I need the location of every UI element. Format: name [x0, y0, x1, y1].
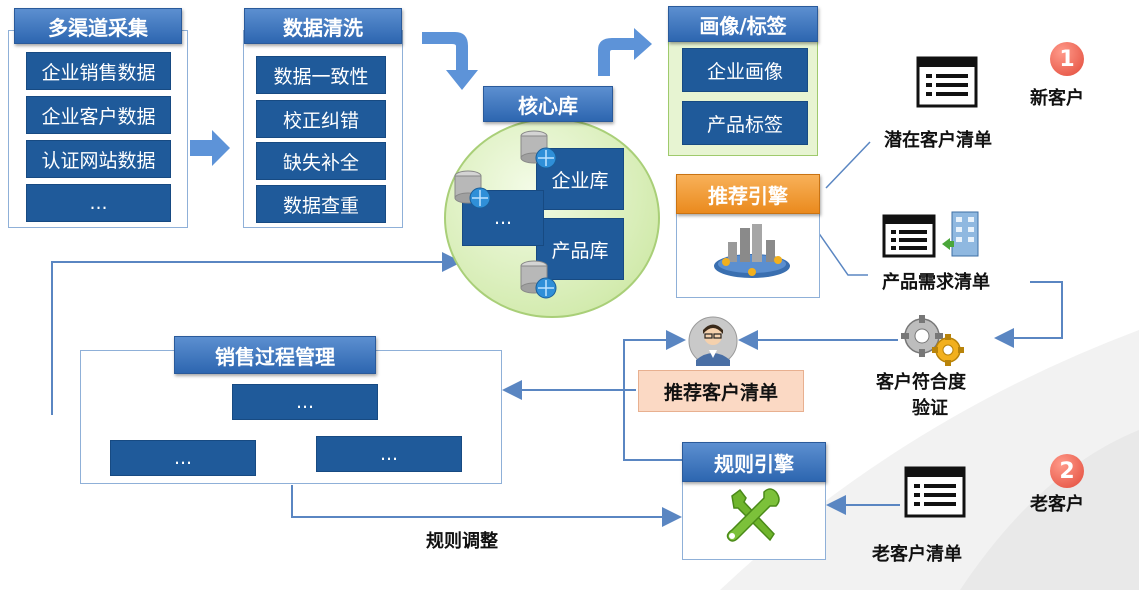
rule-engine-title: 规则引擎 [682, 442, 826, 482]
collect-item-more: ... [26, 184, 171, 222]
sales-item: ... [316, 436, 462, 472]
database-icon [520, 130, 557, 169]
potential-customer-list-label: 潜在客户清单 [884, 130, 992, 151]
sales-item: ... [110, 440, 256, 476]
collect-title: 多渠道采集 [14, 8, 182, 44]
rule-adjust-label: 规则调整 [426, 531, 498, 552]
flow-arrow-core-profile [598, 28, 652, 76]
clean-item-completion: 缺失补全 [256, 142, 386, 180]
recommend-customer-list: 推荐客户清单 [638, 370, 804, 412]
clean-title: 数据清洗 [244, 8, 402, 44]
old-customer-label: 老客户 [1030, 494, 1084, 515]
fit-verify-label-line2: 验证 [912, 398, 948, 419]
database-icon [520, 260, 557, 299]
avatar-icon [688, 316, 738, 366]
collect-item-customer-data: 企业客户数据 [26, 96, 171, 134]
profile-item-product-tag: 产品标签 [682, 101, 808, 145]
gears-icon [901, 315, 964, 366]
sales-item: ... [232, 384, 378, 420]
list-document-icon [916, 56, 978, 108]
flow-arrow-collect-clean [190, 130, 230, 166]
badge-two: 2 [1050, 454, 1084, 488]
sales-process-title: 销售过程管理 [174, 336, 376, 374]
database-icon [454, 170, 491, 209]
clean-item-consistency: 数据一致性 [256, 56, 386, 94]
profile-item-enterprise-portrait: 企业画像 [682, 48, 808, 92]
product-demand-list-label: 产品需求清单 [882, 272, 990, 293]
collect-item-sales-data: 企业销售数据 [26, 52, 171, 90]
old-customer-list-label: 老客户清单 [872, 544, 962, 565]
clean-item-dedup: 数据查重 [256, 185, 386, 223]
data-center-icon [714, 224, 790, 278]
flow-arrow-clean-core [422, 32, 478, 90]
clean-item-correction: 校正纠错 [256, 100, 386, 138]
building-icon [942, 211, 979, 257]
list-document-icon [882, 214, 936, 258]
recommend-engine-title: 推荐引擎 [676, 174, 820, 214]
list-document-icon [904, 466, 966, 518]
core-product-library: 产品库 [536, 218, 624, 280]
tools-icon [726, 488, 780, 542]
new-customer-label: 新客户 [1030, 88, 1084, 109]
profile-title: 画像/标签 [668, 6, 818, 42]
badge-one: 1 [1050, 42, 1084, 76]
collect-item-website-data: 认证网站数据 [26, 140, 171, 178]
core-title: 核心库 [483, 86, 613, 122]
fit-verify-label-line1: 客户符合度 [876, 372, 966, 393]
